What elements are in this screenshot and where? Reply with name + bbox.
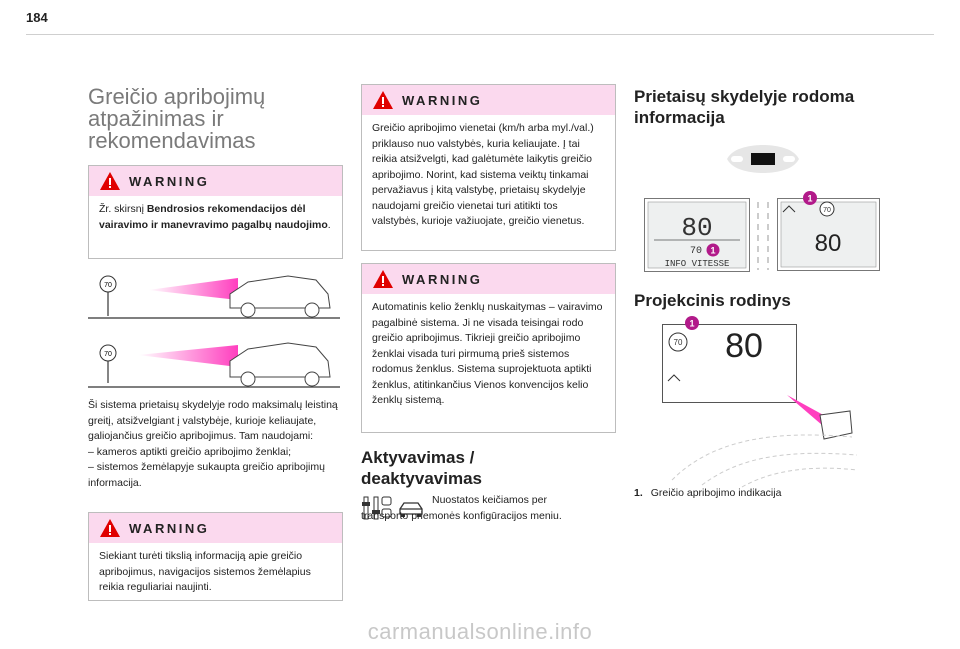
- settings-menu-icon: [362, 496, 392, 520]
- warning-header: WARNING: [362, 85, 615, 115]
- watermark: carmanualsonline.info: [367, 619, 593, 644]
- warning-header: WARNING: [362, 264, 615, 294]
- speed-value: 80: [681, 213, 712, 243]
- activation-text: Nuostatos keičiamos per transporto priem…: [361, 494, 562, 522]
- warning-label: WARNING: [402, 93, 483, 108]
- hud-speed: 80: [725, 327, 763, 365]
- sign-value: 70: [104, 351, 112, 358]
- warning-box-4: WARNING Automatinis kelio ženklų nuskait…: [361, 263, 616, 433]
- warning-text: Automatinis kelio ženklų nuskaitymas – v…: [372, 301, 603, 406]
- warning-header: WARNING: [89, 166, 342, 196]
- warning-text: Greičio apribojimo vienetai (km/h arba m…: [372, 122, 594, 227]
- warning-icon: [100, 172, 120, 190]
- car-sign-illustration-2: 70: [88, 342, 340, 388]
- divider-dashes: [757, 202, 769, 270]
- warning-icon: [373, 91, 393, 109]
- callout-badge: 1: [689, 319, 694, 329]
- instrument-display-1: 80 70 INFO VITESSE 1: [644, 198, 750, 272]
- warning-label: WARNING: [402, 272, 483, 287]
- top-divider: [26, 34, 934, 35]
- instrument-display-2: 70 80 1: [777, 191, 880, 271]
- intro-paragraph: Ši sistema prietaisų skydelyje rodo maks…: [88, 398, 343, 491]
- list-item: – kameros aptikti greičio apribojimo žen…: [88, 445, 292, 458]
- warning-label: WARNING: [129, 521, 210, 536]
- intro-text: Ši sistema prietaisų skydelyje rodo maks…: [88, 399, 338, 442]
- warning-text: Siekiant turėti tikslią informaciją apie…: [99, 550, 311, 593]
- warning-label: WARNING: [129, 174, 210, 189]
- callout-badge: 1: [710, 246, 715, 256]
- limit-value: 70: [690, 246, 702, 257]
- hud-sign: 70: [674, 338, 683, 347]
- sign-value: 70: [104, 282, 112, 289]
- page-title: Greičio apribojimų atpažinimas ir rekome…: [88, 84, 266, 153]
- instrument-heading: Prietaisų skydelyje rodoma informacija: [634, 87, 855, 127]
- list-item: – sistemos žemėlapyje sukaupta greičio a…: [88, 461, 325, 489]
- warning-icon: [373, 270, 393, 288]
- warning-box-2: WARNING Siekiant turėti tikslią informac…: [88, 512, 343, 601]
- hud-illustration: 70 80 1: [662, 316, 858, 488]
- info-text: INFO VITESSE: [665, 259, 730, 269]
- speed-value: 80: [815, 230, 842, 257]
- warning-box-1: WARNING Žr. skirsnį Bendrosios rekomenda…: [88, 165, 343, 259]
- warning-header: WARNING: [89, 513, 342, 543]
- activation-heading: Aktyvavimas / deaktyvavimas: [361, 448, 482, 488]
- warning-box-3: WARNING Greičio apribojimo vienetai (km/…: [361, 84, 616, 251]
- page-number: 184: [26, 10, 48, 25]
- hud-heading: Projekcinis rodinys: [634, 291, 791, 310]
- callout-badge: 1: [807, 194, 812, 204]
- instrument-cluster-icon: [727, 145, 799, 173]
- legend: 1. Greičio apribojimo indikacija: [634, 486, 894, 502]
- warning-text: Žr. skirsnį Bendrosios rekomendacijos dė…: [99, 203, 331, 231]
- legend-number: 1.: [634, 487, 643, 499]
- car-sign-illustration-1: 70: [88, 275, 340, 319]
- warning-icon: [100, 519, 120, 537]
- legend-text: Greičio apribojimo indikacija: [650, 487, 782, 499]
- vehicle-config-icon: [399, 502, 423, 517]
- limit-sign: 70: [823, 207, 831, 214]
